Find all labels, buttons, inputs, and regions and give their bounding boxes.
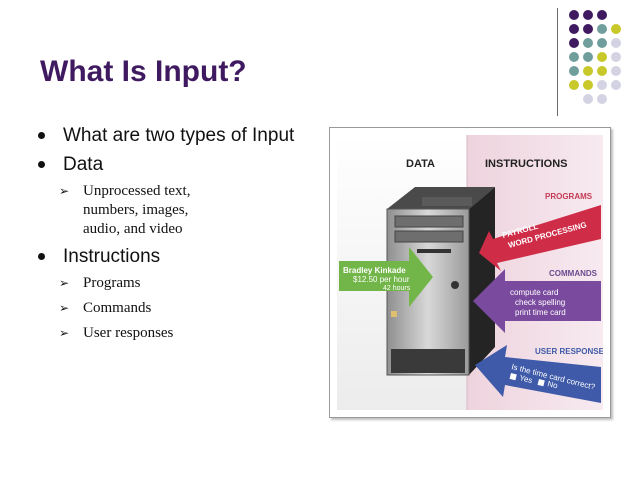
programs-arrow: PAYROLL WORD PROCESSING [479,205,601,271]
yes-checkbox-icon [509,373,517,381]
input-illustration: DATA INSTRUCTIONS Bradley Kinkade [337,135,603,410]
data-arrow-hours: 42 hours [383,285,411,292]
bullet-dot-icon [38,132,45,139]
decor-dot [569,38,579,48]
commands-arrow-line1: compute card [510,288,558,297]
bullet-dot-icon [38,161,45,168]
bullet-item: What are two types of Input [36,124,326,147]
bullet-text: Data [63,154,104,175]
illustration-frame: DATA INSTRUCTIONS Bradley Kinkade [329,127,611,418]
decor-dot [611,80,621,90]
no-checkbox-icon [537,378,545,387]
bullet-list: What are two types of Input Data ➢ Unpro… [36,124,326,349]
decor-dot [611,52,621,62]
bullet-text: User responses [83,325,174,341]
decor-dot [583,66,593,76]
commands-arrow: compute card check spelling print time c… [473,269,601,333]
bullet-text: Programs [83,275,141,291]
divider-line [557,8,558,116]
arrow-bullet-icon: ➢ [59,301,70,315]
decor-dot [597,24,607,34]
decor-dot [611,66,621,76]
bullet-text: Commands [83,300,152,316]
decor-dot [583,80,593,90]
sub-bullet-item: ➢ Commands [36,299,326,318]
bullet-dot-icon [38,253,45,260]
data-arrow-pay: $12.50 per hour [353,275,410,284]
bullet-item: Data [36,153,326,176]
decor-dot [611,38,621,48]
user-responses-label: USER RESPONSES [535,347,603,356]
bullet-item: Instructions [36,245,326,268]
data-arrow-name: Bradley Kinkade [343,266,406,275]
programs-label: PROGRAMS [545,192,593,201]
sub-bullet-item: ➢ User responses [36,324,326,343]
sub-bullet-item: ➢ Unprocessed text, numbers, images, aud… [36,182,223,239]
decor-dot [597,52,607,62]
slide-title: What Is Input? [40,55,247,88]
decor-dot [583,94,593,104]
arrow-bullet-icon: ➢ [59,276,70,290]
decor-dot [597,80,607,90]
decor-dot [597,38,607,48]
bullet-text: Instructions [63,246,161,267]
decor-dot [569,10,579,20]
user-arrow-yes: Yes [519,373,534,385]
arrow-bullet-icon: ➢ [59,184,70,198]
decor-dot [611,24,621,34]
data-arrow: Bradley Kinkade $12.50 per hour 42 hours [339,247,433,307]
user-responses-arrow: Is the time card correct? Yes No [475,345,601,403]
decor-dot [583,52,593,62]
decor-dot [597,94,607,104]
decor-dot [569,52,579,62]
commands-arrow-line3: print time card [515,308,566,317]
bullet-text: What are two types of Input [63,125,295,146]
commands-label: COMMANDS [549,269,598,278]
decor-dot [583,38,593,48]
decor-dot [569,66,579,76]
arrow-bullet-icon: ➢ [59,326,70,340]
decor-dot [597,10,607,20]
decor-dot [583,10,593,20]
decor-dot [569,24,579,34]
commands-arrow-line2: check spelling [515,298,565,307]
instructions-heading: INSTRUCTIONS [485,158,568,170]
data-heading: DATA [406,158,435,170]
sub-bullet-item: ➢ Programs [36,274,326,293]
decor-dot [569,80,579,90]
decor-dot [583,24,593,34]
user-arrow-no: No [547,379,560,390]
bullet-text: Unprocessed text, numbers, images, audio… [83,183,191,237]
decor-dot [597,66,607,76]
